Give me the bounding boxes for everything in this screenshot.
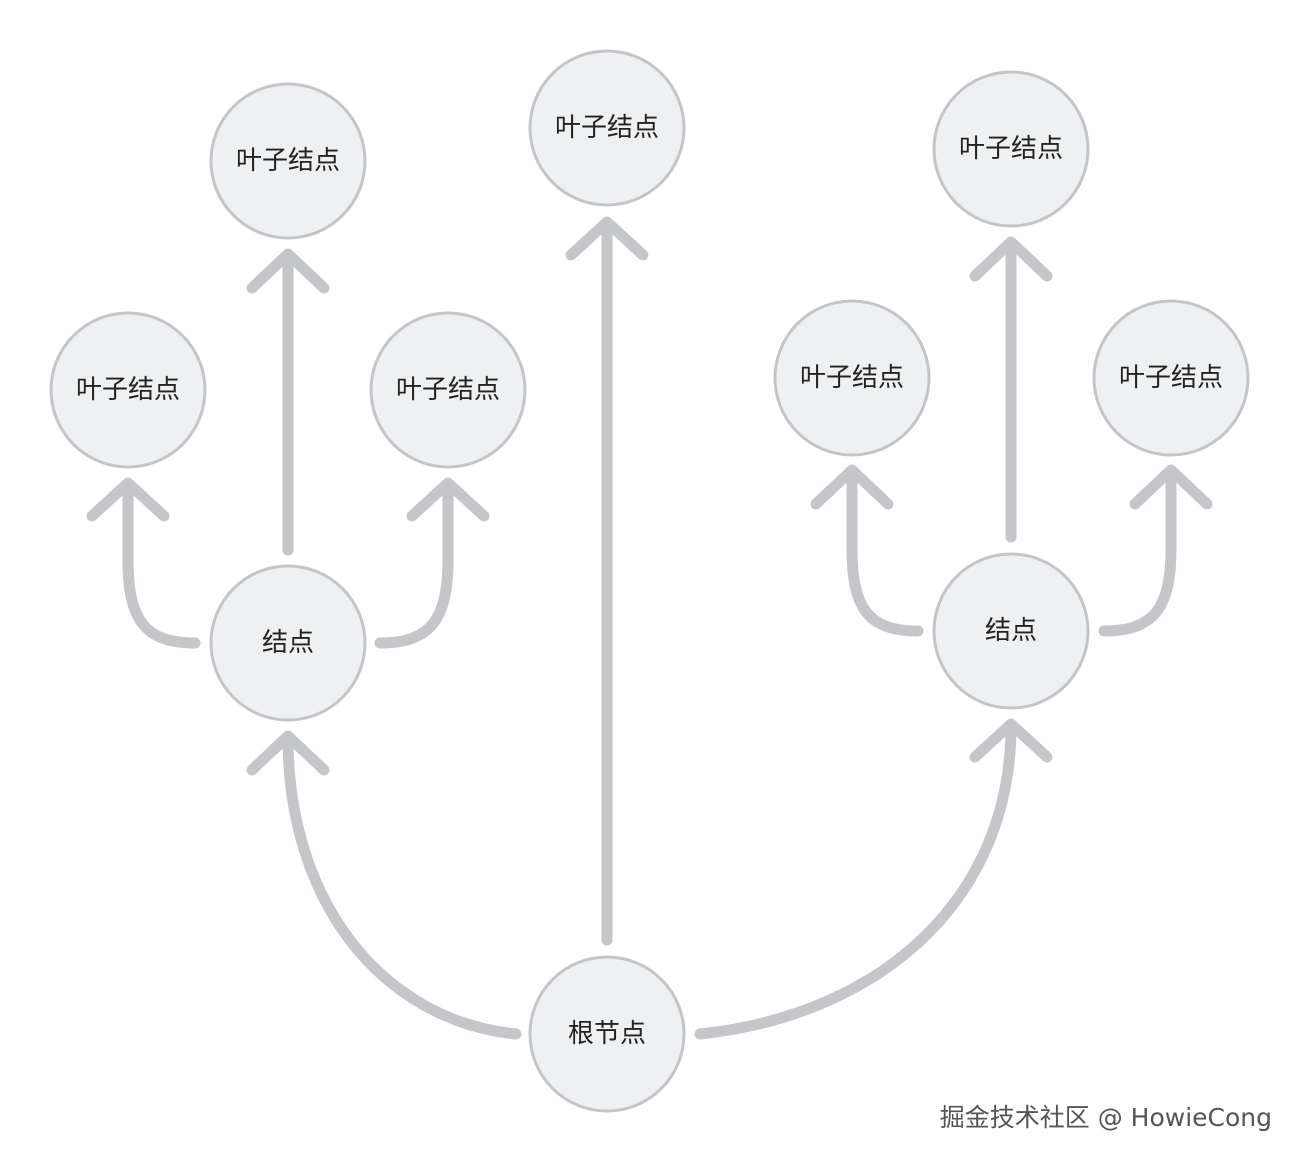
edge-right-node-leaf-right [1098,464,1213,637]
edge-root-right-node [694,718,1053,1040]
leaf-right-top: 叶子结点 [932,70,1090,228]
edge-left-node-leaf-top [246,248,330,556]
leaf-center-label: 叶子结点 [555,113,659,143]
node-root-label: 根节点 [568,1019,646,1049]
node-right: 结点 [932,552,1090,710]
leaf-left-top: 叶子结点 [209,82,367,240]
edge-right-node-leaf-left [810,464,924,637]
watermark: 掘金技术社区 @ HowieCong [939,1103,1272,1132]
leaf-left-top-label: 叶子结点 [236,146,340,176]
node-left: 结点 [209,564,367,722]
node-root: 根节点 [528,955,686,1113]
leaf-left-right-label: 叶子结点 [396,375,500,405]
leaf-right-right-label: 叶子结点 [1119,363,1223,393]
node-left-label: 结点 [262,628,314,658]
leaf-right-left-label: 叶子结点 [800,363,904,393]
edge-root-center-leaf [565,216,649,946]
leaf-right-right: 叶子结点 [1092,299,1250,457]
leaf-left-left: 叶子结点 [49,311,207,469]
node-right-label: 结点 [985,616,1037,646]
leaf-right-left: 叶子结点 [773,299,931,457]
leaf-left-right: 叶子结点 [369,311,527,469]
edge-right-node-leaf-top [969,236,1053,543]
leaf-left-left-label: 叶子结点 [76,375,180,405]
edge-left-node-leaf-left [86,477,201,649]
edge-left-node-leaf-right [374,477,490,649]
leaf-right-top-label: 叶子结点 [959,134,1063,164]
leaf-center: 叶子结点 [528,49,686,207]
edge-root-left-node [246,730,522,1040]
